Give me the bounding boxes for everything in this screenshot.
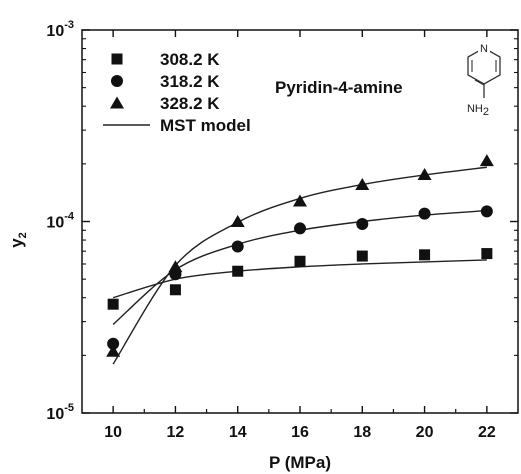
x-axis-title: P (MPa) [269, 453, 331, 472]
x-tick-label: 20 [416, 424, 434, 441]
x-tick-label: 14 [229, 424, 247, 441]
data-point-square [356, 250, 368, 262]
y-tick-label: 10-5 [46, 402, 74, 423]
data-point-triangle [230, 215, 245, 227]
y-tick-label-exponent: -5 [64, 402, 74, 414]
ring-double-bond [474, 79, 485, 86]
y-tick-label: 10-3 [46, 19, 74, 40]
legend-label: MST model [160, 116, 251, 135]
data-point-triangle [106, 344, 121, 357]
data-point-square [232, 265, 244, 277]
data-point-circle [356, 218, 369, 231]
pyridine-amine-structure: N NH2 [467, 41, 501, 118]
y-tick-label-exponent: -3 [64, 19, 74, 31]
data-point-square [294, 255, 306, 267]
y-tick-label-exponent: -4 [64, 211, 75, 223]
data-point-triangle [479, 154, 494, 167]
data-point-triangle [355, 178, 370, 191]
x-tick-label: 22 [478, 424, 496, 441]
data-point-circle [294, 222, 306, 235]
data-point-square [169, 284, 181, 296]
amine-label-subscript: 2 [483, 106, 489, 118]
legend-label: 308.2 K [160, 50, 220, 69]
legend-label: 318.2 K [160, 72, 220, 91]
data-point-triangle [293, 194, 307, 207]
ring-nitrogen-label: N [480, 43, 488, 55]
legend-label: 328.2 K [160, 94, 220, 113]
data-point-square [481, 248, 493, 260]
y-axis-title-subscript: 2 [17, 232, 29, 238]
ring-label-bg [478, 41, 490, 54]
compound-annotation: Pyridin-4-amine [275, 78, 403, 97]
y-axis-title-base: y [7, 238, 26, 248]
y-tick-label: 10-4 [46, 211, 74, 232]
y-tick-label-base: 10 [46, 215, 64, 232]
legend: 308.2 K 318.2 K 328.2 K MST model [103, 50, 251, 135]
data-point-circle [418, 207, 431, 220]
legend-marker-square [111, 53, 123, 65]
y-tick-label-base: 10 [46, 406, 64, 423]
y-tick-label-base: 10 [46, 23, 64, 40]
data-point-square [419, 249, 431, 261]
markers-layer [106, 154, 494, 357]
legend-marker-triangle [110, 96, 124, 109]
x-tick-label: 12 [167, 424, 185, 441]
data-point-circle [480, 205, 493, 218]
y-axis-title: y2 [7, 232, 29, 248]
amine-label-base: NH [467, 103, 483, 115]
x-tick-label: 16 [291, 424, 309, 441]
data-point-circle [231, 240, 244, 253]
data-point-square [107, 298, 119, 310]
data-point-circle [107, 337, 120, 350]
amine-label: NH2 [467, 103, 489, 118]
x-tick-label: 18 [353, 424, 371, 441]
legend-marker-circle [111, 75, 123, 87]
data-point-triangle [417, 167, 432, 180]
x-tick-label: 10 [104, 424, 122, 441]
data-point-triangle [168, 260, 183, 273]
